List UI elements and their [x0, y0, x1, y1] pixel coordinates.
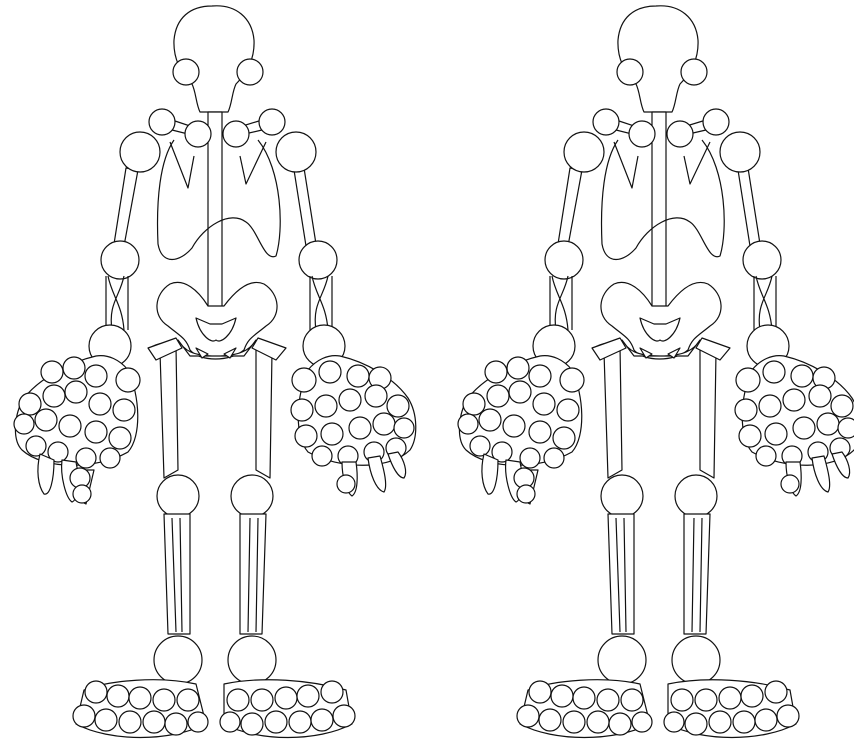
skeleton-left: [14, 6, 416, 738]
skeleton-right: [458, 6, 854, 738]
figures-group: [14, 6, 854, 738]
